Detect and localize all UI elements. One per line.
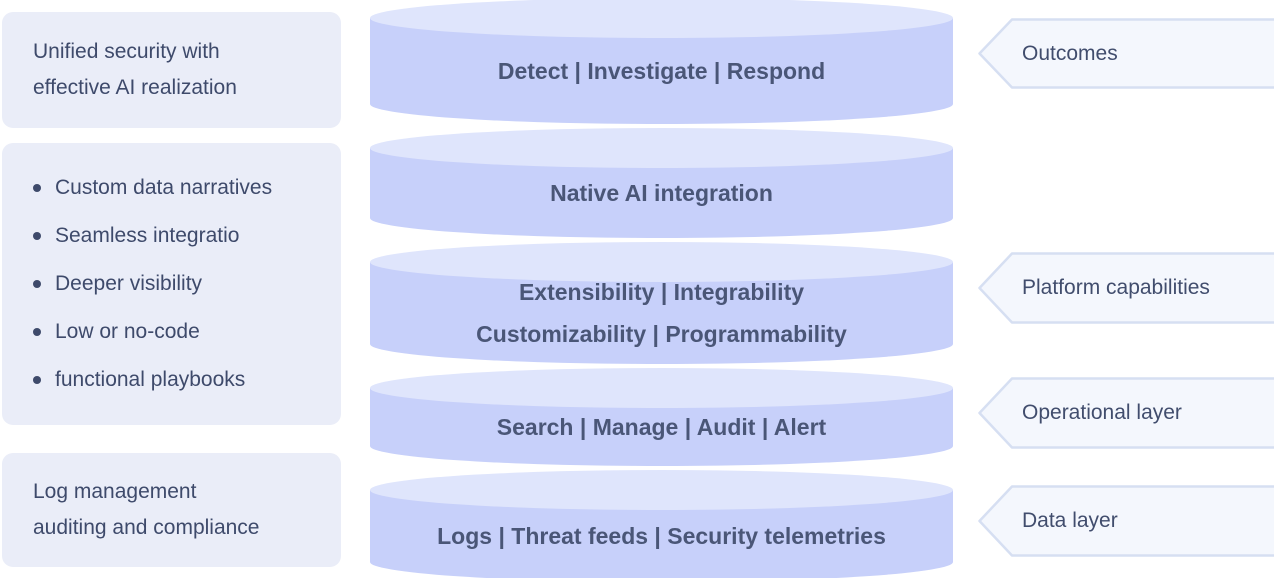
left-arrow-tag-shape <box>978 18 1274 89</box>
cylinder-label: Detect | Investigate | Respond <box>370 18 953 124</box>
note-line: effective AI realization <box>33 76 237 99</box>
left-arrow-tag-shape <box>978 485 1274 557</box>
cylinder-label: Logs | Threat feeds | Security telemetri… <box>370 490 953 578</box>
list-item: functional playbooks <box>33 356 333 404</box>
list-item-label: functional playbooks <box>55 368 246 391</box>
cylinder-label: Search | Manage | Audit | Alert <box>370 388 953 466</box>
cylinder-label-line: Extensibility | Integrability <box>518 279 805 305</box>
list-item: Custom data narratives <box>33 164 333 212</box>
left-arrow-tag-shape <box>978 377 1274 449</box>
feature-list: Custom data narratives Seamless integrat… <box>2 164 341 404</box>
cylinder-top-face <box>370 128 953 168</box>
tag-platform-capabilities: Platform capabilities <box>978 252 1274 324</box>
list-item-label: Deeper visibility <box>55 272 203 295</box>
list-item: Low or no-code <box>33 308 333 356</box>
cylinder-label: Native AI integration <box>370 148 953 238</box>
note-log-management: Log management auditing and compliance <box>2 453 341 567</box>
tag-label: Operational layer <box>1022 401 1182 424</box>
cylinder-label-line: Detect | Investigate | Respond <box>497 58 826 84</box>
note-unified-security: Unified security with effective AI reali… <box>2 12 341 128</box>
bullet-icon <box>33 376 41 384</box>
list-item: Seamless integratio <box>33 212 333 260</box>
cylinder-top-face <box>370 0 953 38</box>
note-line: Log management <box>33 480 197 503</box>
list-item-label: Low or no-code <box>55 320 200 343</box>
left-arrow-tag-shape <box>978 252 1274 324</box>
tag-label: Outcomes <box>1022 41 1118 65</box>
bullet-icon <box>33 184 41 192</box>
cylinder-label: Extensibility | Integrability Customizab… <box>370 262 953 364</box>
bullet-icon <box>33 328 41 336</box>
cylinder-platform-capabilities: Extensibility | Integrability Customizab… <box>370 242 953 364</box>
bullet-icon <box>33 232 41 240</box>
tag-label: Platform capabilities <box>1022 276 1210 299</box>
cylinder-top-face <box>370 470 953 510</box>
cylinder-label-line: Native AI integration <box>550 180 773 206</box>
cylinder-top-face <box>370 242 953 282</box>
tag-data-layer: Data layer <box>978 485 1274 557</box>
list-item: Deeper visibility <box>33 260 333 308</box>
bullet-icon <box>33 280 41 288</box>
note-line: auditing and compliance <box>33 516 260 539</box>
note-feature-list: Custom data narratives Seamless integrat… <box>2 143 341 425</box>
tag-label: Data layer <box>1022 509 1118 532</box>
cylinder-native-ai: Native AI integration <box>370 128 953 238</box>
cylinder-operational-layer: Search | Manage | Audit | Alert <box>370 368 953 466</box>
list-item-label: Custom data narratives <box>55 176 273 199</box>
note-line: Unified security with <box>33 40 220 63</box>
cylinder-label-line: Logs | Threat feeds | Security telemetri… <box>437 523 886 549</box>
cylinder-top-face <box>370 368 953 408</box>
tag-outcomes: Outcomes <box>978 18 1274 89</box>
tag-operational-layer: Operational layer <box>978 377 1274 449</box>
cylinder-data-layer: Logs | Threat feeds | Security telemetri… <box>370 470 953 578</box>
cylinder-outcomes: Detect | Investigate | Respond <box>370 0 953 124</box>
cylinder-label-line: Search | Manage | Audit | Alert <box>496 414 827 440</box>
cylinder-label-line: Customizability | Programmability <box>476 321 847 347</box>
list-item-label: Seamless integratio <box>55 224 240 247</box>
